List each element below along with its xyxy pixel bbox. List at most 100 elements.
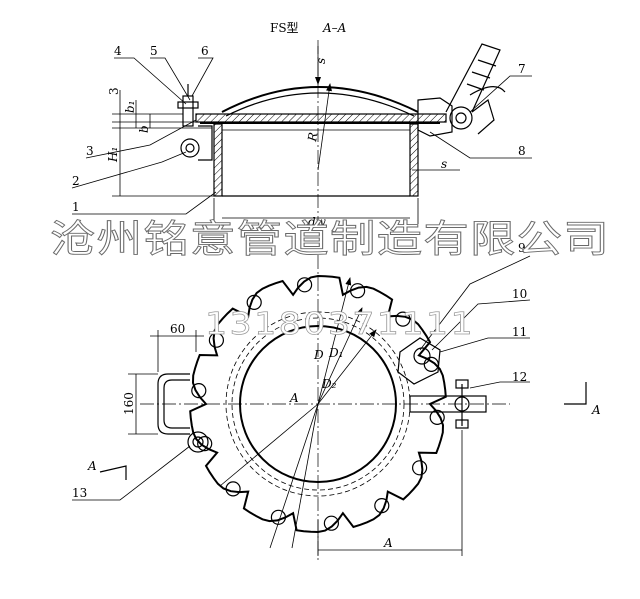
callout-8-leader [429, 131, 532, 159]
callout-6-leader [191, 57, 214, 97]
bolt-slot [208, 332, 224, 348]
s-side-label: s [441, 157, 447, 171]
phone-watermark: 13180371111 [205, 307, 475, 342]
callout-5: 5 [150, 44, 158, 58]
D-label: D [313, 348, 324, 362]
dome-cover-inner [225, 92, 415, 117]
right-clamp-body [417, 97, 453, 137]
bolt-slot [246, 294, 262, 310]
view-A-left-label: A [87, 459, 97, 473]
D2-label: D₂ [321, 377, 337, 391]
callout-7-leader [469, 75, 532, 113]
bolt-slot [374, 498, 390, 514]
view-arrow-right [564, 382, 587, 405]
b1-label: b₁ [123, 101, 137, 114]
clamp-nut-bottom [455, 419, 469, 429]
diameter-diagonal-3 [291, 403, 319, 549]
callout-2: 2 [72, 174, 80, 188]
model-title: FS型 [270, 21, 299, 35]
dim-3-label: 3 [107, 87, 121, 95]
bolt-slot [429, 409, 445, 425]
callout-3-leader [85, 119, 197, 159]
callout-12-leader [469, 381, 530, 389]
bolt-slot [225, 481, 241, 497]
side-handle-outer [157, 373, 190, 435]
center-A-label: A [289, 391, 299, 405]
left-bolt [182, 95, 194, 127]
callout-13-leader [72, 445, 191, 501]
callout-2-leader [71, 151, 187, 189]
callout-13: 13 [72, 486, 87, 500]
callout-11-leader [439, 337, 530, 353]
bolt-slot [323, 515, 339, 531]
section-view: s R 3 b₁ b H₁ dw s 1 2 3 4 5 [71, 40, 532, 229]
bolt-slot [197, 436, 213, 452]
bolt-slot [350, 283, 366, 299]
flange-plate [195, 113, 447, 123]
left-nut [177, 101, 199, 109]
bolt-slot [395, 311, 411, 327]
hinge-pin-plan-inner [192, 436, 204, 448]
A-bottom-label: A [383, 536, 393, 550]
bolt-slot [412, 460, 428, 476]
callout-9-leader [419, 255, 531, 351]
right-clamp-eye [449, 106, 473, 130]
view-A-right-label: A [591, 403, 601, 417]
clamp-bar-plan [409, 395, 487, 413]
right-clamp-eye-inner [455, 112, 467, 124]
diameter-diagonal-2 [219, 403, 319, 487]
hinge-pin-plan [187, 431, 209, 453]
callout-9: 9 [518, 241, 526, 255]
radius-label: R [305, 131, 321, 143]
clamp-spring [469, 86, 506, 96]
callout-10: 10 [512, 287, 527, 301]
D2-leader [317, 329, 377, 405]
bolt-slot [270, 509, 286, 525]
s-top-label: s [314, 58, 328, 64]
callout-1: 1 [72, 200, 80, 214]
callout-7: 7 [518, 62, 526, 76]
callout-8: 8 [518, 144, 526, 158]
inner-dashed-circle [231, 317, 405, 491]
neck-opening [239, 325, 397, 483]
D-leader [317, 277, 352, 405]
neck-right-wall [409, 123, 419, 197]
D1-label: D₁ [328, 346, 343, 360]
radius-leader [317, 83, 333, 171]
height-160-label: 160 [122, 392, 136, 415]
company-watermark: 沧州铭意管道制造有限公司 [50, 217, 610, 261]
D1-leader [317, 307, 363, 405]
plan-view: D D₁ D₂ A 60 160 A A A 9 10 11 12 13 [72, 241, 601, 560]
callout-12: 12 [512, 370, 527, 384]
callout-5-leader [150, 57, 191, 101]
callout-4: 4 [114, 44, 122, 58]
clamp-handle [445, 43, 501, 113]
callout-6: 6 [201, 44, 209, 58]
callout-10-leader [431, 299, 531, 351]
side-handle-inner [163, 379, 190, 429]
section-title: A–A [322, 21, 347, 35]
clamp-nut-top [455, 379, 469, 389]
dw-label: dw [308, 215, 327, 229]
H1-label: H₁ [106, 147, 120, 163]
b-label: b [137, 125, 151, 133]
width-60-label: 60 [170, 322, 185, 336]
left-hinge-pin [180, 138, 200, 158]
left-hinge-pin-inner [185, 143, 195, 153]
left-bracket [198, 125, 213, 161]
callout-1-leader [72, 191, 217, 215]
dome-cover [221, 86, 419, 113]
callout-3: 3 [86, 144, 94, 158]
bolt-slot [191, 383, 207, 399]
neck-left-wall [213, 123, 223, 197]
bolt-slot [297, 277, 313, 293]
view-arrow-left [99, 465, 127, 480]
callout-4-leader [114, 57, 187, 105]
clamp-latch [471, 99, 495, 135]
bolt-slots [191, 277, 445, 531]
callout-11: 11 [512, 325, 527, 339]
diameter-diagonal-1 [269, 403, 319, 549]
clamp-block-plan [397, 337, 441, 385]
